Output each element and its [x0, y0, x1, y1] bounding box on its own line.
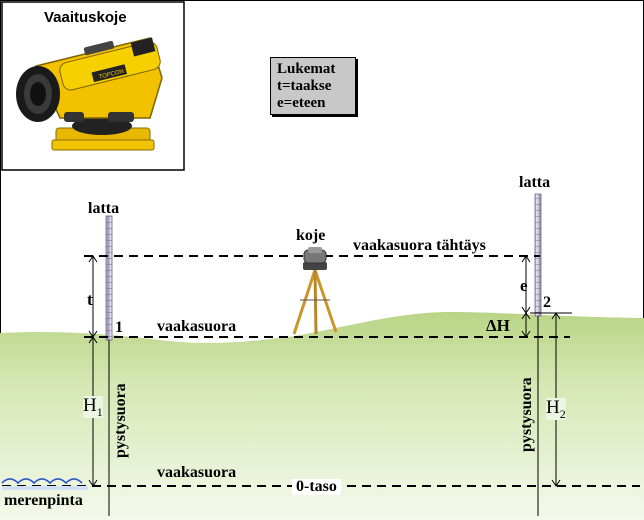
h2-symbol: H [546, 397, 560, 418]
dim-left [88, 255, 98, 487]
ground [0, 312, 644, 520]
legend-back: t=taakse [277, 78, 332, 94]
sea-surface [2, 486, 88, 490]
h1-subscript: 1 [96, 404, 103, 419]
h1-label: H1 [83, 396, 103, 418]
instrument-label: koje [296, 227, 326, 244]
inset-title: Vaaituskoje [44, 9, 127, 26]
back-reading-t: t [87, 290, 93, 309]
legend-fore: e=eteen [277, 95, 326, 111]
rod-left-label: latta [88, 200, 120, 217]
level-left-label: vaakasuora [157, 318, 237, 335]
h1-symbol: H [83, 395, 97, 416]
rod-right-label: latta [519, 174, 551, 191]
legend-title: Lukemat [277, 61, 336, 77]
point2-label: 2 [543, 294, 551, 311]
h2-subscript: 2 [559, 406, 566, 421]
vertical-right-label: pystysuora [518, 377, 535, 452]
rod-left [105, 215, 113, 341]
level-instrument-photo: TOPCON [16, 37, 163, 151]
datum-label: 0-taso [292, 479, 341, 495]
tripod-instrument [292, 247, 338, 335]
readings-legend: Lukemat t=taakse e=eteen [270, 57, 356, 115]
sea-label: merenpinta [4, 492, 83, 509]
level-bottom-label: vaakasuora [157, 464, 237, 481]
fore-reading-e: e [520, 276, 528, 295]
point1-label: 1 [115, 319, 123, 336]
h2-label: H2 [546, 398, 566, 420]
sight-line-label: vaakasuora tähtäys [353, 237, 486, 254]
sea-waves-icon [1, 478, 83, 485]
delta-h-label: ΔH [486, 316, 510, 335]
vertical-left-label: pystysuora [112, 383, 129, 458]
